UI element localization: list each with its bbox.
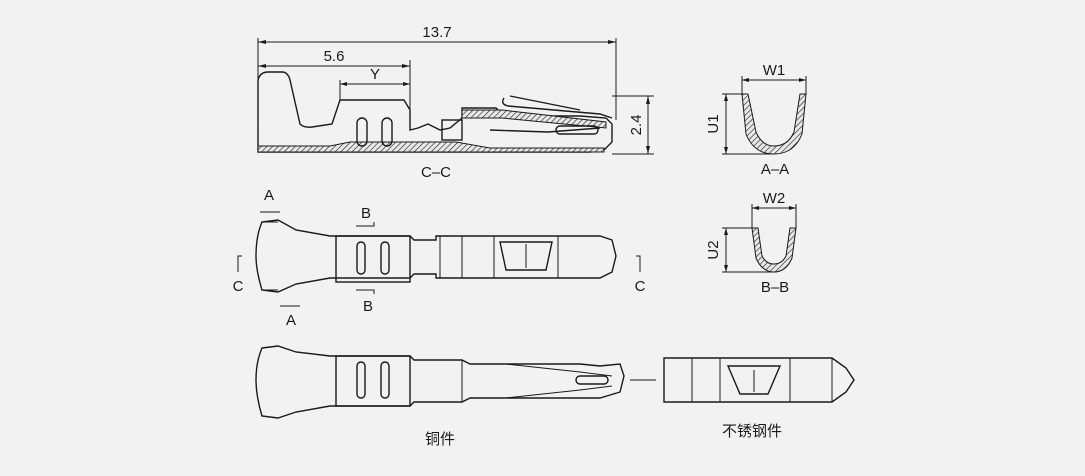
mark-b-bottom: B — [363, 298, 373, 315]
section-cc-label: C–C — [421, 164, 451, 181]
dim-total-label: 13.7 — [422, 24, 451, 41]
bb-width-label: W2 — [763, 190, 786, 207]
bb-height-label: U2 — [705, 240, 722, 259]
mark-c-right: C — [635, 278, 646, 295]
copper-part-view — [255, 345, 625, 419]
section-bb-view: W2 U2 — [705, 190, 797, 273]
dim-crimp-label: 5.6 — [324, 48, 345, 65]
mark-b-top: B — [361, 205, 371, 222]
section-bb-label: B–B — [761, 279, 789, 296]
section-aa-label: A–A — [761, 161, 789, 178]
mark-c-left: C — [233, 278, 244, 295]
section-marks: A A B B C C — [233, 187, 646, 329]
section-aa-view: W1 U1 — [705, 62, 807, 155]
copper-part-label: 铜件 — [425, 430, 455, 448]
mark-a-top: A — [264, 187, 274, 204]
aa-width-label: W1 — [763, 62, 786, 79]
aa-height-label: U1 — [705, 114, 722, 133]
mark-a-bottom: A — [286, 312, 296, 329]
dim-y-label: Y — [370, 66, 380, 83]
steel-part-label: 不锈钢件 — [722, 422, 782, 440]
section-cc-view: 13.7 5.6 Y 2.4 — [257, 24, 654, 155]
steel-part-view — [663, 357, 855, 403]
top-view — [255, 219, 617, 293]
dim-height-label: 2.4 — [628, 115, 645, 136]
